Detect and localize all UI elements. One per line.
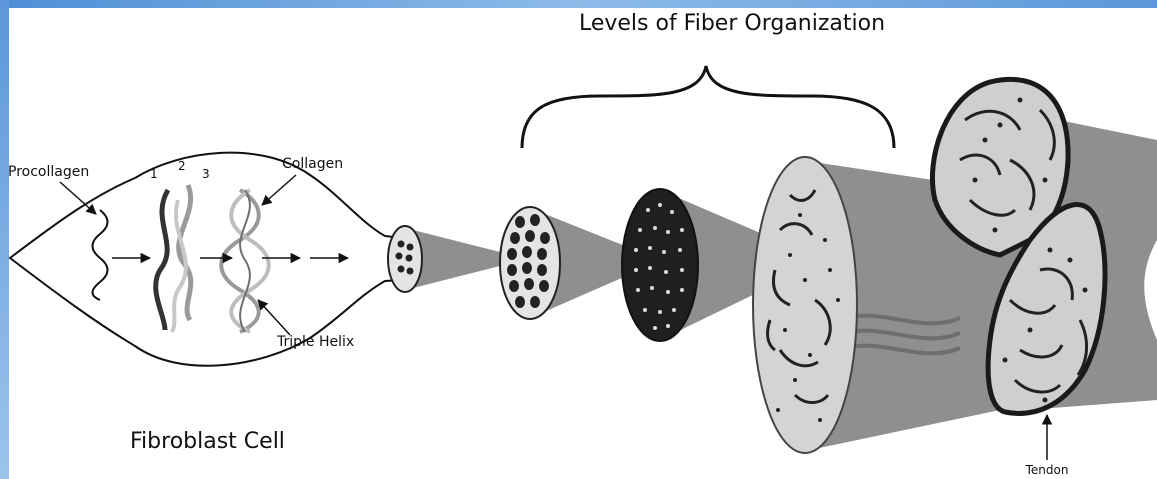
- diagram-title: Levels of Fiber Organization: [579, 11, 885, 36]
- procollagen-label: Procollagen: [8, 164, 89, 180]
- strand-2-number: 2: [178, 159, 186, 173]
- triple-helix-label: Triple Helix: [276, 334, 354, 350]
- collagen-label: Collagen: [282, 156, 343, 172]
- fibroblast-cell-label: Fibroblast Cell: [130, 429, 285, 454]
- fibril-level: [388, 226, 500, 292]
- frame-left-border: [0, 0, 9, 479]
- fiber-level: [500, 207, 640, 319]
- tendon-label: Tendon: [1025, 463, 1069, 477]
- strand-1-number: 1: [150, 167, 158, 181]
- frame-top-border: [0, 0, 1157, 8]
- tendon-level: [932, 79, 1157, 413]
- strand-3-number: 3: [202, 167, 210, 181]
- levels-brace: [522, 66, 894, 148]
